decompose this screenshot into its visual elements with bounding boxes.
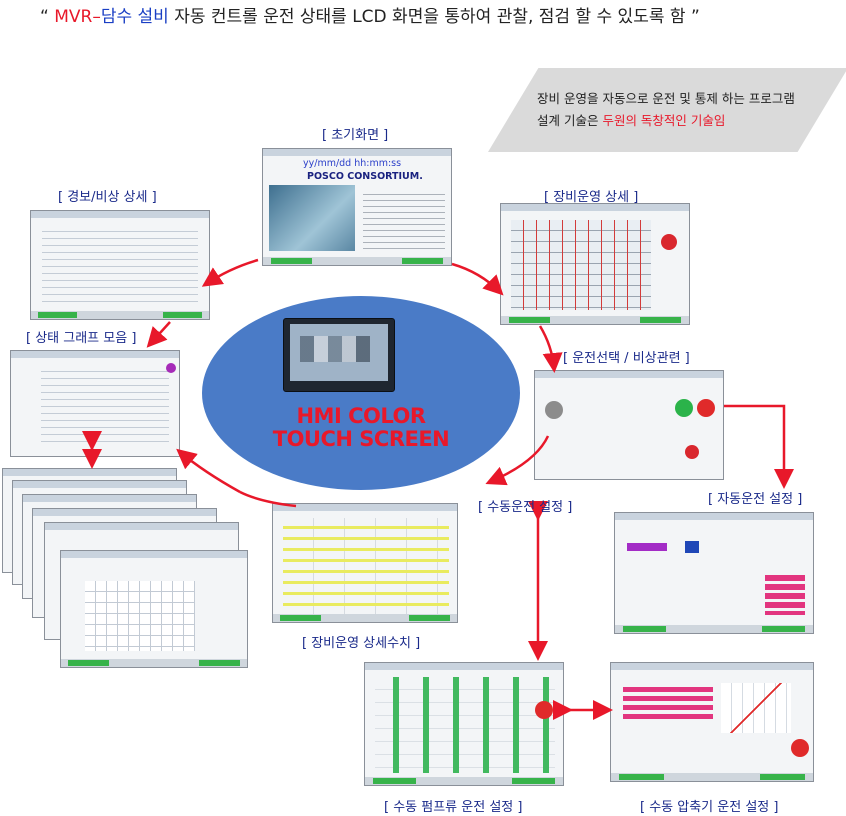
banner-line-2: 설계 기술은 두원의 독창적인 기술임 [537, 110, 795, 132]
screen-footer [273, 614, 457, 622]
banner-background [488, 68, 846, 152]
arrow-operation-to-auto [724, 404, 794, 489]
title-dash: – [92, 7, 101, 27]
screen-title-bar [13, 481, 186, 488]
screen-title-bar [263, 149, 451, 156]
screen-footer [365, 777, 563, 785]
hmi-title: HMI COLOR TOUCH SCREEN [202, 405, 520, 451]
label-operation-select: [ 운전선택 / 비상관련 ] [563, 351, 690, 366]
hmi-title-line-1: HMI COLOR [296, 404, 426, 428]
arrow-initial-to-alarm [201, 258, 259, 287]
pump-icon [685, 541, 699, 553]
status-indicator-icon [166, 363, 176, 373]
quote-open: “ [40, 7, 55, 27]
screen-footer [61, 659, 247, 667]
screen-title-bar [535, 371, 723, 378]
arrow-initial-to-equipment [451, 262, 504, 296]
screen-operation-select [534, 370, 724, 480]
screen-pump-setting [364, 662, 564, 786]
screen-title-bar [61, 551, 247, 558]
screen-initial: yy/mm/dd hh:mm:ss POSCO CONSORTIUM. [262, 148, 452, 266]
screen-footer [501, 316, 689, 324]
screen-title-bar [365, 663, 563, 670]
hmi-title-line-2: TOUCH SCREEN [272, 427, 450, 451]
compressor-stop-icon [791, 739, 809, 757]
quote-close: ” [690, 7, 700, 27]
graph-screen-front [60, 550, 248, 668]
label-manual-setting: [ 수동운전 설정 ] [478, 500, 573, 515]
graph-list [41, 365, 169, 444]
screen-title-bar [501, 204, 689, 211]
initial-info-text [363, 189, 445, 249]
screen-footer [31, 311, 209, 319]
banner-line-2-prefix: 설계 기술은 [537, 113, 603, 128]
screen-footer [611, 773, 813, 781]
initial-photo [269, 185, 355, 251]
screen-alarm [30, 210, 210, 320]
selector-switch-icon [545, 401, 563, 419]
screen-compressor-setting [610, 662, 814, 782]
label-equipment-detail: [ 장비운영 상세 ] [544, 190, 639, 205]
title-rest: 자동 컨트롤 운전 상태를 LCD 화면을 통하여 관찰, 점검 할 수 있도록… [168, 7, 691, 27]
label-equipment-values: [ 장비운영 상세수치 ] [302, 636, 421, 651]
start-button-icon [675, 399, 693, 417]
arrow-equipment-to-operation [538, 325, 563, 373]
screen-title-bar [11, 351, 179, 358]
label-pump-setting: [ 수동 펌프류 운전 설정 ] [384, 800, 523, 815]
compressor-curve [721, 683, 791, 733]
screen-title-bar [615, 513, 813, 520]
banner-line-2-highlight: 두원의 독창적인 기술임 [602, 113, 726, 128]
hmi-device-screen [290, 324, 388, 381]
screen-title-bar [33, 509, 216, 516]
arrow-operation-to-manual [485, 435, 550, 486]
screen-equipment-detail [500, 203, 690, 325]
label-auto-setting: [ 자동운전 설정 ] [708, 492, 803, 507]
arrow-values-to-status [176, 448, 241, 494]
pump-controls [375, 677, 555, 773]
label-status-graph: [ 상태 그래프 모음 ] [26, 331, 137, 346]
banner-line-1: 장비 운영을 자동으로 운전 및 통제 하는 프로그램 [537, 91, 795, 106]
label-compressor-setting: [ 수동 압축기 운전 설정 ] [640, 800, 779, 815]
initial-company: POSCO CONSORTIUM. [307, 171, 423, 182]
screen-auto-setting [614, 512, 814, 634]
screen-title-bar [3, 469, 176, 476]
auto-tag [627, 543, 667, 551]
screen-title-bar [273, 504, 457, 511]
screen-equipment-values [272, 503, 458, 623]
hmi-device-image [283, 318, 395, 392]
auto-setpoints [765, 575, 805, 615]
trend-chart [85, 581, 195, 651]
banner-text: 장비 운영을 자동으로 운전 및 통제 하는 프로그램 설계 기술은 두원의 독… [537, 88, 795, 132]
values-table [283, 518, 449, 614]
initial-datetime: yy/mm/dd hh:mm:ss [303, 158, 402, 169]
screen-title-bar [45, 523, 238, 530]
title-mvr: MVR [54, 7, 93, 27]
label-initial: [ 초기화면 ] [322, 128, 389, 143]
screen-title-bar [611, 663, 813, 670]
equipment-diagram [511, 220, 651, 310]
screen-title-bar [31, 211, 209, 218]
stop-button-icon [697, 399, 715, 417]
alarm-lamp-icon [661, 234, 677, 250]
pump-stop-icon [535, 701, 553, 719]
screen-footer [263, 257, 451, 265]
screen-footer [615, 625, 813, 633]
label-alarm: [ 경보/비상 상세 ] [58, 190, 157, 205]
page-title: “ MVR–담수 설비 자동 컨트롤 운전 상태를 LCD 화면을 통하여 관찰… [40, 2, 820, 27]
title-damsu: 담수 설비 [100, 7, 169, 27]
alarm-table [41, 225, 199, 307]
arrow-alarm-to-status [146, 321, 171, 348]
compressor-settings [623, 687, 713, 723]
emergency-lamp-icon [685, 445, 699, 459]
arrow-values-to-graphs [239, 490, 297, 508]
screen-title-bar [23, 495, 196, 502]
